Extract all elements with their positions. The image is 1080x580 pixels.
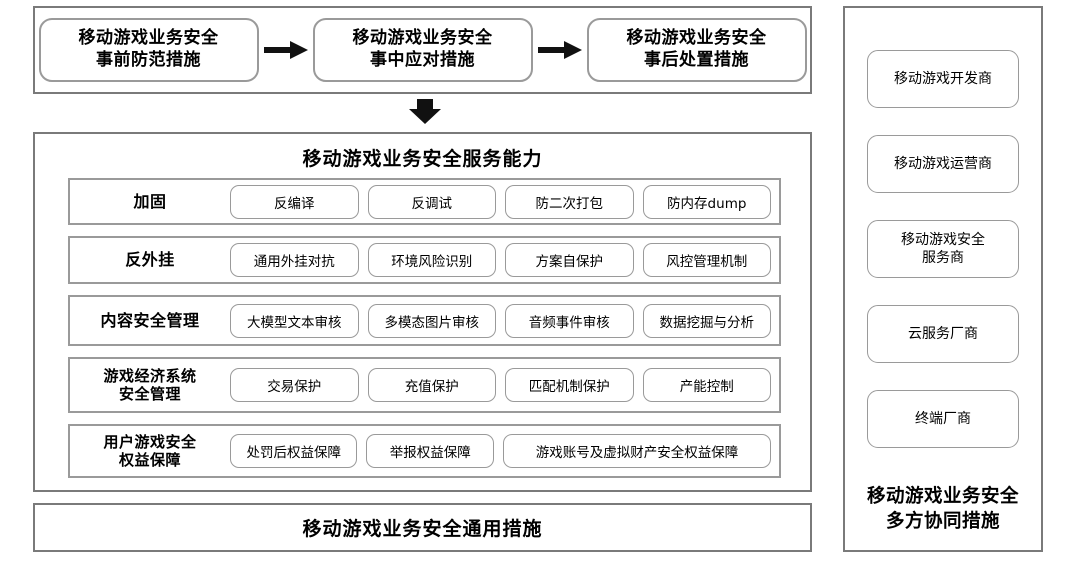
stage-box-line1: 移动游戏业务安全 [352, 28, 493, 49]
capability-row-label: 加固 [133, 191, 167, 211]
capability-item[interactable]: 环境风险识别 [367, 243, 496, 277]
capability-item[interactable]: 音频事件审核 [505, 303, 634, 338]
arrow-down-icon [404, 97, 446, 127]
capability-row-label-line1: 用户游戏安全 [103, 432, 197, 451]
party-item-operator[interactable]: 移动游戏运营商 [867, 135, 1019, 193]
capability-panel-title: 移动游戏业务安全服务能力 [302, 148, 543, 170]
stage-box-line2: 事前防范措施 [96, 50, 201, 70]
party-item-line1: 移动游戏运营商 [894, 155, 992, 172]
capability-item-list: 反编译 反调试 防二次打包 防内存dump [230, 184, 771, 219]
capability-row-label: 反外挂 [125, 250, 175, 270]
party-item-line1: 移动游戏开发商 [894, 70, 992, 87]
stage-box-during-incident[interactable]: 移动游戏业务安全 事中应对措施 [312, 18, 533, 82]
general-measures-panel: 移动游戏业务安全通用措施 [33, 503, 812, 552]
lifecycle-stage-row: 移动游戏业务安全 事前防范措施 移动游戏业务安全 事中应对措施 移动游戏业务安全… [35, 8, 810, 92]
capability-row-label-line2: 权益保障 [118, 451, 181, 469]
collaborating-parties-caption: 移动游戏业务安全 多方协同措施 [845, 485, 1041, 534]
arrow-right-icon [533, 18, 587, 82]
capability-item-list: 处罚后权益保障 举报权益保障 游戏账号及虚拟财产安全权益保障 [230, 434, 771, 468]
capability-item-list: 交易保护 充值保护 匹配机制保护 产能控制 [230, 368, 771, 402]
capability-row-hardening: 加固 反编译 反调试 防二次打包 防内存dump [68, 178, 781, 225]
stage-box-line2: 事后处置措施 [644, 50, 749, 70]
capability-item[interactable]: 反编译 [230, 184, 359, 219]
stage-box-line1: 移动游戏业务安全 [626, 28, 767, 49]
capability-row-label: 游戏经济系统 安全管理 [70, 367, 230, 404]
security-capability-panel: 移动游戏业务安全服务能力 加固 反编译 反调试 防二次打包 防内存dump 反外… [33, 132, 812, 492]
capability-row-label-line1: 游戏经济系统 [103, 366, 197, 385]
capability-item[interactable]: 处罚后权益保障 [230, 434, 358, 468]
capability-row-label: 内容安全管理 [100, 310, 200, 330]
stage-box-line1: 移动游戏业务安全 [78, 28, 219, 49]
party-caption-line1: 移动游戏业务安全 [866, 486, 1019, 508]
capability-row-label: 用户游戏安全 权益保障 [70, 433, 230, 470]
capability-item[interactable]: 举报权益保障 [366, 434, 494, 468]
party-item-cloud-provider[interactable]: 云服务厂商 [867, 305, 1019, 363]
capability-item[interactable]: 防二次打包 [505, 184, 634, 219]
capability-item[interactable]: 充值保护 [367, 368, 496, 402]
party-list: 移动游戏开发商 移动游戏运营商 移动游戏安全 服务商 云服务厂商 终端厂商 [867, 50, 1019, 475]
capability-item[interactable]: 匹配机制保护 [505, 368, 634, 402]
capability-row-user-rights: 用户游戏安全 权益保障 处罚后权益保障 举报权益保障 游戏账号及虚拟财产安全权益… [68, 424, 781, 478]
party-item-line1: 终端厂商 [915, 410, 971, 427]
capability-row-content-security: 内容安全管理 大模型文本审核 多模态图片审核 音频事件审核 数据挖掘与分析 [68, 295, 781, 346]
capability-item[interactable]: 通用外挂对抗 [230, 243, 359, 277]
capability-item[interactable]: 交易保护 [230, 368, 359, 402]
party-item-device-maker[interactable]: 终端厂商 [867, 390, 1019, 448]
capability-item[interactable]: 游戏账号及虚拟财产安全权益保障 [502, 434, 771, 468]
capability-item[interactable]: 防内存dump [642, 184, 771, 219]
collaborating-parties-panel: 移动游戏开发商 移动游戏运营商 移动游戏安全 服务商 云服务厂商 终端厂商 [843, 6, 1043, 552]
capability-row-label-line2: 安全管理 [118, 385, 181, 403]
stage-box-post-incident[interactable]: 移动游戏业务安全 事后处置措施 [586, 18, 807, 82]
capability-row-game-economy: 游戏经济系统 安全管理 交易保护 充值保护 匹配机制保护 产能控制 [68, 357, 781, 413]
capability-item[interactable]: 方案自保护 [505, 243, 634, 277]
capability-row-anti-cheat: 反外挂 通用外挂对抗 环境风险识别 方案自保护 风控管理机制 [68, 236, 781, 284]
party-item-line1: 移动游戏安全 [901, 231, 985, 248]
lifecycle-stage-panel: 移动游戏业务安全 事前防范措施 移动游戏业务安全 事中应对措施 移动游戏业务安全… [33, 6, 812, 94]
capability-item[interactable]: 风控管理机制 [642, 243, 771, 277]
party-item-security-provider[interactable]: 移动游戏安全 服务商 [867, 220, 1019, 278]
capability-item[interactable]: 反调试 [367, 184, 496, 219]
party-item-line2: 服务商 [922, 250, 964, 266]
stage-box-pre-incident[interactable]: 移动游戏业务安全 事前防范措施 [38, 18, 259, 82]
capability-item[interactable]: 多模态图片审核 [367, 303, 496, 338]
general-measures-title: 移动游戏业务安全通用措施 [302, 518, 543, 540]
capability-item[interactable]: 数据挖掘与分析 [642, 303, 771, 338]
capability-item-list: 大模型文本审核 多模态图片审核 音频事件审核 数据挖掘与分析 [230, 303, 771, 338]
stage-box-line2: 事中应对措施 [370, 50, 475, 70]
capability-item[interactable]: 产能控制 [642, 368, 771, 402]
capability-item[interactable]: 大模型文本审核 [230, 303, 359, 338]
capability-item-list: 通用外挂对抗 环境风险识别 方案自保护 风控管理机制 [230, 243, 771, 277]
capability-row-list: 加固 反编译 反调试 防二次打包 防内存dump 反外挂 通用外挂对抗 环境风险… [68, 178, 781, 478]
arrow-right-icon [259, 18, 313, 82]
party-item-line1: 云服务厂商 [908, 325, 978, 342]
party-item-developer[interactable]: 移动游戏开发商 [867, 50, 1019, 108]
party-caption-line2: 多方协同措施 [885, 510, 1000, 532]
